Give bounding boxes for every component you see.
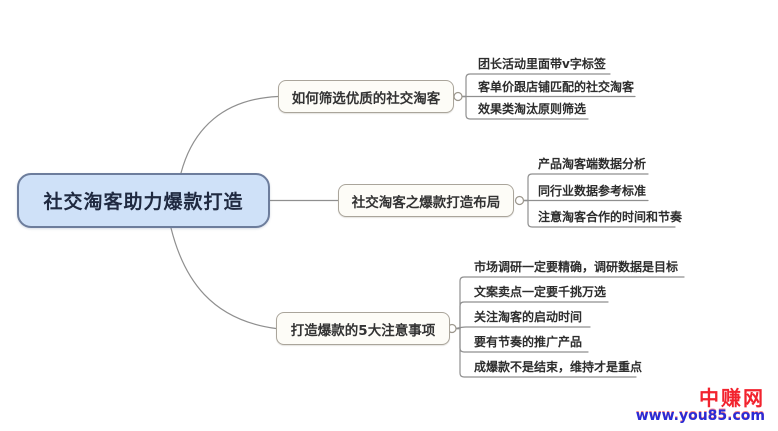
leaf-connector [461,73,611,98]
leaf-node[interactable]: 客单价跟店铺匹配的社交淘客 [478,80,635,94]
root-topic-node[interactable]: 社交淘客助力爆款打造 [17,173,270,228]
branch-node-filter-taoke[interactable]: 如何筛选优质的社交淘客 [278,80,454,113]
leaf-connector [522,173,649,202]
collapse-toggle-branch-1[interactable] [453,91,463,102]
leaf-node[interactable]: 成爆款不是结束，维持才是重点 [474,360,643,374]
collapse-toggle-branch-2[interactable] [514,195,525,206]
leaf-node[interactable]: 市场调研一定要精确，调研数据是目标 [474,260,679,274]
leaf-node[interactable]: 文案卖点一定要千挑万选 [474,285,607,299]
leaf-node[interactable]: 注意淘客合作的时间和节奏 [538,210,683,224]
leaf-node[interactable]: 要有节奏的推广产品 [474,335,583,349]
branch-node-five-notes[interactable]: 打造爆款的5大注意事项 [276,312,450,345]
branch-curve-top [180,95,279,174]
watermark-site-url: www.you85.com [635,408,765,425]
leaf-node[interactable]: 团长活动里面带v字标签 [478,57,606,71]
leaf-connector [522,199,676,228]
leaf-connector [455,326,591,330]
leaf-node[interactable]: 效果类淘汰原则筛选 [478,102,587,116]
branch-node-layout[interactable]: 社交淘客之爆款打造布局 [338,184,514,217]
leaf-node[interactable]: 产品淘客端数据分析 [538,157,647,171]
branch-curve-bottom [170,227,277,330]
leaf-connector [455,276,685,330]
watermark-site-name: 中赚网 [699,386,765,411]
watermark: 中赚网 www.you85.com [636,388,765,424]
leaf-node[interactable]: 同行业数据参考标准 [538,184,647,198]
leaf-connector [461,95,589,120]
leaf-connector [455,301,609,330]
leaf-connector [455,327,637,378]
leaf-node[interactable]: 关注淘客的启动时间 [474,310,583,324]
